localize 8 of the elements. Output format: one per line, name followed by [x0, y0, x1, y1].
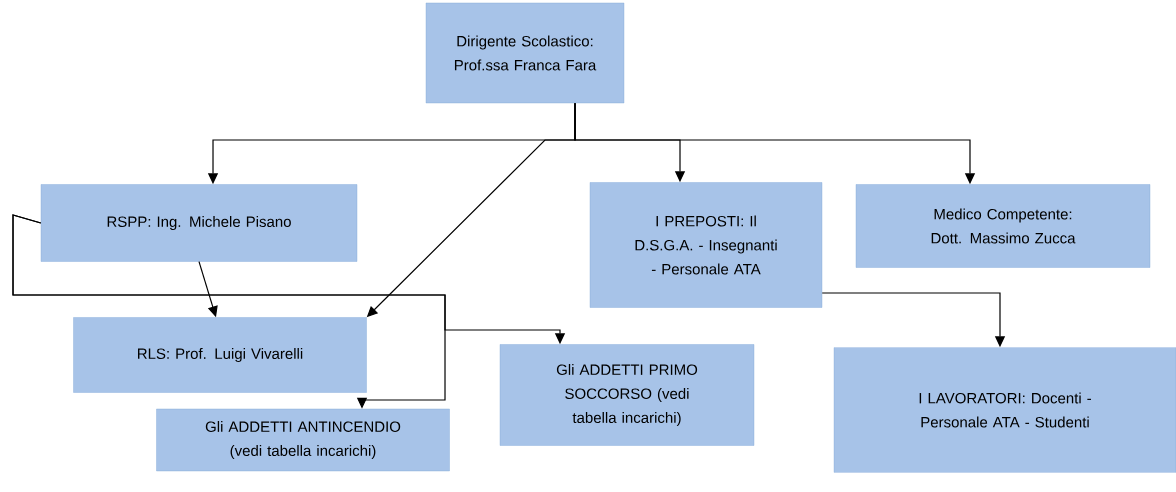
org-box: I LAVORATORI: Docenti - Personale ATA - Studenti — [833, 347, 1176, 473]
org-box: Dirigente Scolastico: Prof.ssa Franca Fara — [425, 2, 625, 104]
org-box: RSPP: Ing. Michele Pisano — [40, 184, 358, 262]
org-box: I PREPOSTI: Il D.S.G.A. - Insegnanti - Personale ATA — [589, 182, 823, 308]
org-box: RLS: Prof. Luigi Vivarelli — [73, 317, 367, 393]
org-box: Medico Competente: Dott. Massimo Zucca — [855, 184, 1151, 268]
org-box: Gli ADDETTI PRIMO SOCCORSO (vedi tabella incarichi) — [499, 344, 755, 446]
org-box: Gli ADDETTI ANTINCENDIO (vedi tabella incarichi) — [156, 408, 450, 472]
